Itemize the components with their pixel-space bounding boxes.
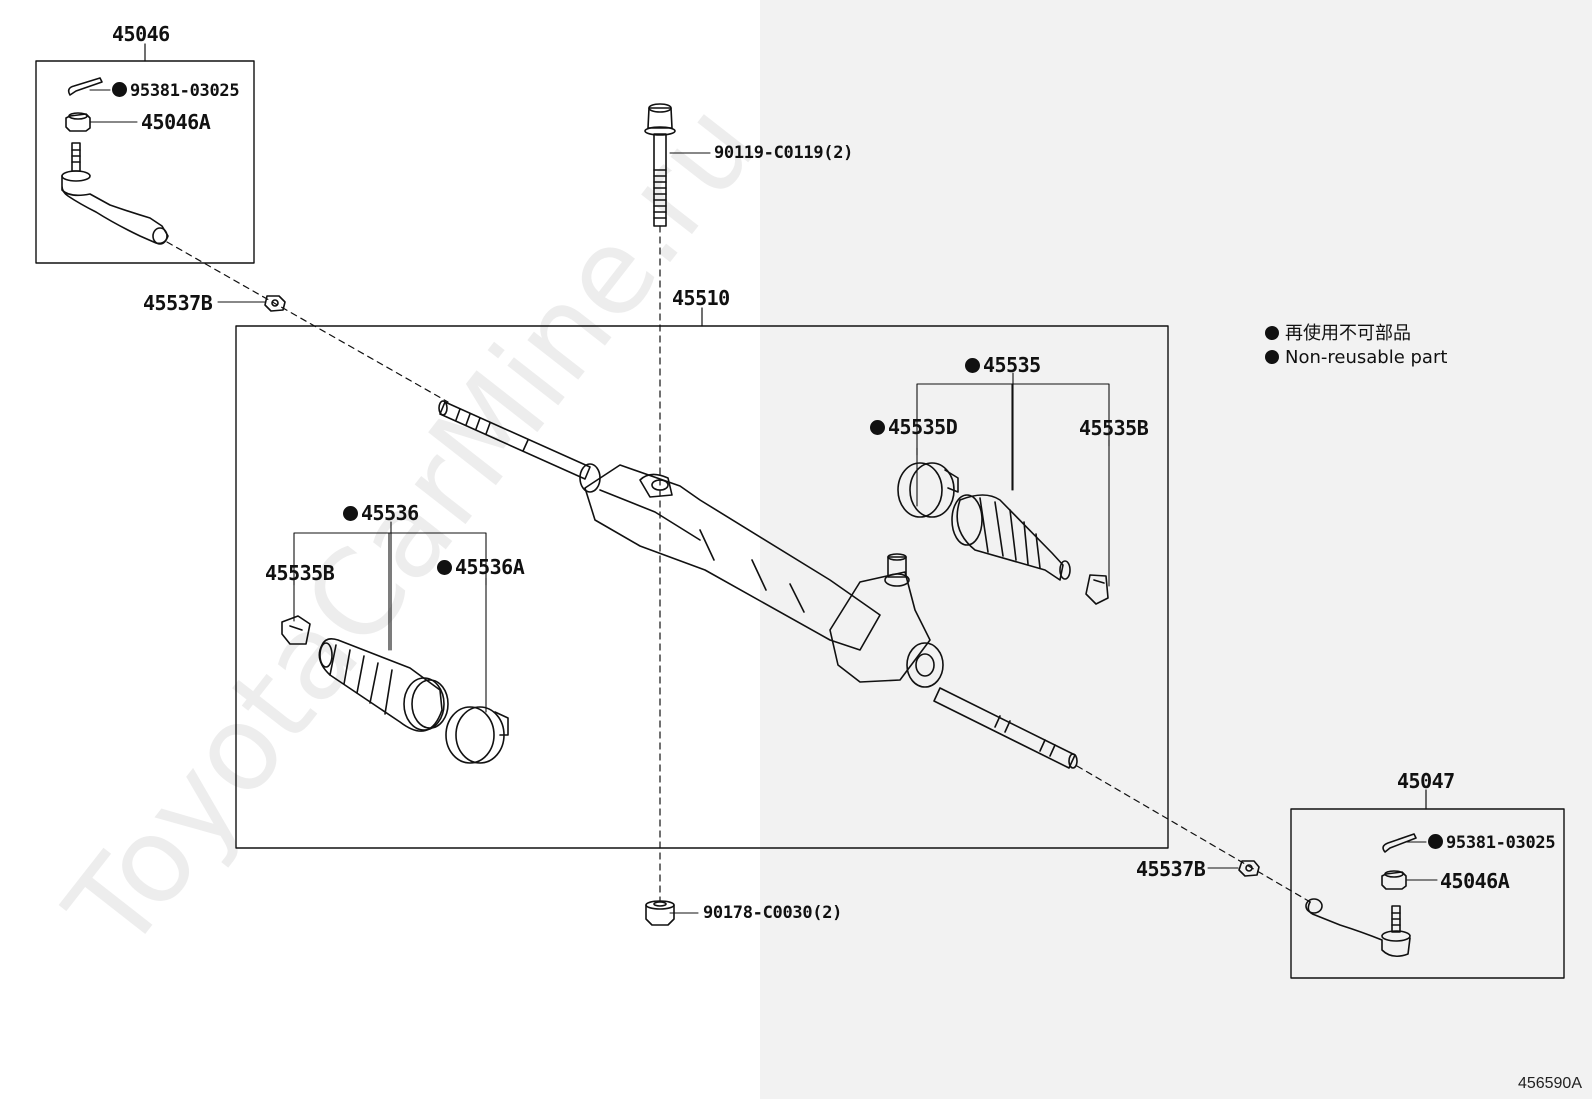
label-45046a-upper: 45046A <box>141 110 211 134</box>
boot-45535 <box>951 494 1071 581</box>
label-45510: 45510 <box>672 286 730 310</box>
non-reusable-dot-icon <box>343 506 358 521</box>
non-reusable-dot-icon <box>870 420 885 435</box>
tie-rod-end-rh <box>1305 898 1411 958</box>
boot-clamp-45535d <box>897 462 959 518</box>
legend: 再使用不可部品 Non-reusable part <box>1265 322 1447 370</box>
non-reusable-dot-icon <box>112 82 127 97</box>
non-reusable-dot-icon <box>437 560 452 575</box>
label-45046a-lower: 45046A <box>1440 869 1510 893</box>
label-45535: 45535 <box>965 355 1041 375</box>
steering-rack <box>438 400 1078 769</box>
non-reusable-dot-icon <box>1428 834 1443 849</box>
label-45536: 45536 <box>343 503 419 523</box>
label-45537b-left: 45537B <box>143 291 213 315</box>
label-45046: 45046 <box>112 22 170 46</box>
cotter-pin-lower <box>1382 833 1417 853</box>
cotter-pin-upper <box>67 77 103 96</box>
tie-rod-end-lh <box>61 142 169 245</box>
label-90119: 90119-C0119(2) <box>714 143 854 163</box>
dashed-axis-lines <box>166 225 1313 904</box>
mounting-bolt <box>644 103 676 227</box>
label-45535d: 45535D <box>870 417 958 437</box>
non-reusable-dot-icon <box>965 358 980 373</box>
label-45535b-lh: 45535B <box>265 561 335 585</box>
box-45047 <box>1290 808 1565 979</box>
boot-clip-45535b-lh <box>281 615 311 645</box>
non-reusable-dot-icon <box>1265 350 1279 364</box>
label-45535b-rh: 45535B <box>1079 416 1149 440</box>
boot-45536 <box>318 638 449 732</box>
label-45537b-right: 45537B <box>1136 857 1206 881</box>
legend-row-en: Non-reusable part <box>1265 346 1447 370</box>
lock-nut-left <box>264 295 286 312</box>
non-reusable-dot-icon <box>1265 326 1279 340</box>
label-45536a: 45536A <box>437 557 525 577</box>
label-95381-upper: 95381-03025 <box>112 82 240 100</box>
boot-clip-45535b-rh <box>1085 574 1109 605</box>
label-45047: 45047 <box>1397 769 1455 793</box>
nut-45046a-lower <box>1381 870 1407 890</box>
catalog-number: 456590A <box>1517 1075 1582 1092</box>
mounting-nut <box>645 900 675 926</box>
boot-clamp-45536a <box>445 706 509 764</box>
label-95381-lower: 95381-03025 <box>1428 834 1556 852</box>
shaded-background-panel <box>760 0 1592 1099</box>
label-90178: 90178-C0030(2) <box>703 903 843 923</box>
leader-lines <box>89 89 1438 914</box>
box-45510 <box>235 325 1169 849</box>
nut-45046a-upper <box>65 112 91 132</box>
legend-row-jp: 再使用不可部品 <box>1265 322 1447 346</box>
lock-nut-right <box>1238 860 1260 877</box>
